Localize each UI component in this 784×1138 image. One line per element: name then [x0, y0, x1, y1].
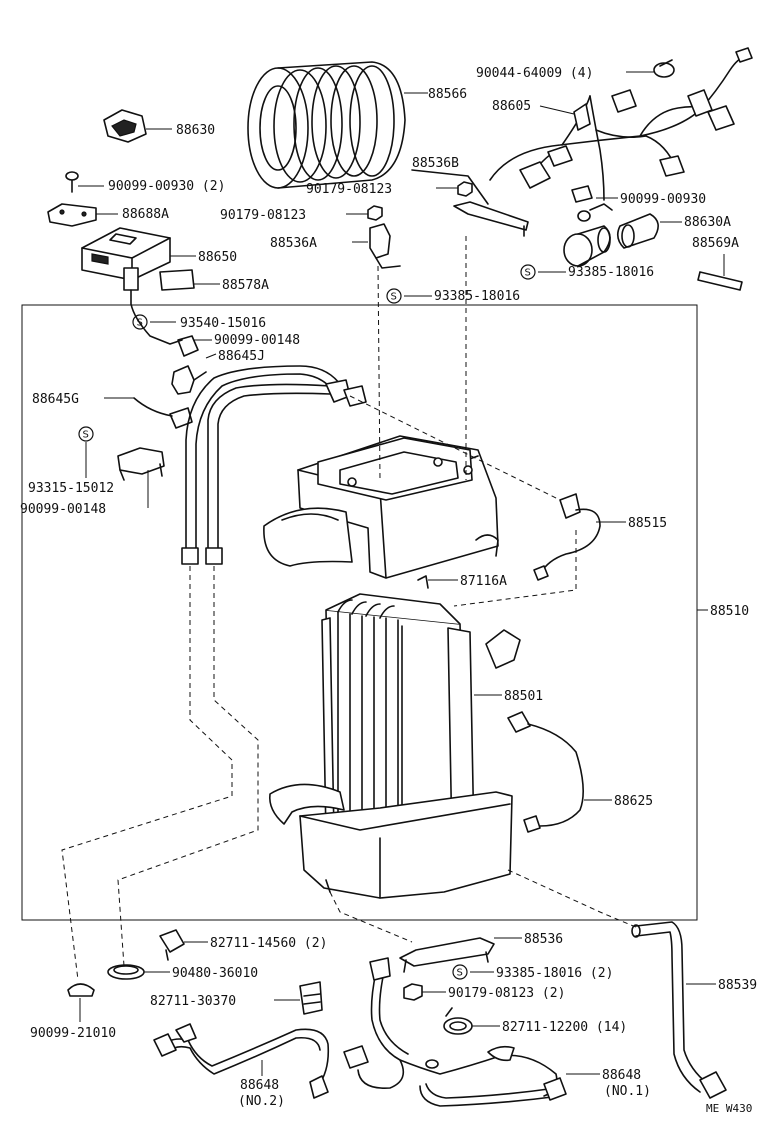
label-88648-no2: 88648: [240, 1078, 279, 1093]
part-screw-90099-00930: [577, 197, 618, 222]
label-88539: 88539: [718, 978, 757, 993]
label-90099-00930: 90099-00930: [620, 192, 706, 207]
label-82711-14560: 82711-14560 (2): [210, 936, 327, 951]
part-88536A-bracket: [352, 223, 401, 269]
label-88625: 88625: [614, 794, 653, 809]
label-88648-no1: 88648: [602, 1068, 641, 1083]
label-88645J: 88645J: [218, 349, 265, 364]
label-82711-30370: 82711-30370: [150, 994, 236, 1009]
part-nut-90179-08123-2: [403, 983, 446, 1001]
part-foam-piece: [485, 629, 521, 669]
label-88536: 88536: [524, 932, 563, 947]
part-clamp-90099-00148-a: [177, 335, 212, 357]
part-blower-case: [263, 435, 499, 579]
part-88578A-pad: [159, 269, 220, 291]
label-90179-08123-2: 90179-08123 (2): [448, 986, 565, 1001]
label-88688A: 88688A: [122, 207, 169, 222]
s-mark-bottom: S: [452, 964, 494, 980]
label-82711-12200: 82711-12200 (14): [502, 1020, 627, 1035]
label-90480-36010: 90480-36010: [172, 966, 258, 981]
s-mark-label: S: [391, 292, 397, 303]
label-93315-15012: 93315-15012: [28, 481, 114, 496]
part-88536B-bracket: [411, 169, 529, 237]
label-88645G: 88645G: [32, 392, 79, 407]
label-88630: 88630: [176, 123, 215, 138]
part-88648-no1-harness: [343, 957, 600, 1107]
assembly-frame: [21, 304, 698, 921]
label-90179-08123-b: 90179-08123: [220, 208, 306, 223]
part-88566-duct: [247, 61, 428, 189]
part-clip-90044-64009: [626, 59, 675, 78]
part-87116A-clip: [417, 575, 458, 589]
label-88605: 88605: [492, 99, 531, 114]
part-88648-no2-harness: [153, 1023, 330, 1099]
label-90099-00148-b: 90099-00148: [20, 502, 106, 517]
part-88569A-strap: [697, 254, 743, 291]
part-grommet-90099-21010: [67, 983, 95, 1022]
label-88536A: 88536A: [270, 236, 317, 251]
part-88650-amplifier: [81, 227, 196, 281]
part-grommet-90480-36010: [107, 964, 170, 980]
part-88501-evaporator: [321, 593, 502, 845]
label-88578A: 88578A: [222, 278, 269, 293]
part-nut-90179-08123-a: [436, 181, 473, 197]
part-88625-sensor: [507, 711, 612, 833]
s-mark-top-center: S: [386, 288, 432, 304]
s-mark-93315: S: [78, 426, 94, 478]
label-88566: 88566: [428, 87, 467, 102]
part-nut-90179-08123-b: [346, 205, 383, 221]
label-88650: 88650: [198, 250, 237, 265]
s-mark-label: S: [457, 968, 463, 979]
part-88645J-switch: [171, 353, 217, 395]
label-88510: 88510: [710, 604, 749, 619]
s-mark-label: S: [525, 268, 531, 279]
part-88539-drain-hose: [631, 921, 727, 1099]
label-88630A: 88630A: [684, 215, 731, 230]
diagram-code: ME W430: [706, 1102, 752, 1115]
part-88688A-bracket: [47, 203, 118, 227]
label-90179-08123-a: 90179-08123: [306, 182, 392, 197]
label-90044-64009: 90044-64009 (4): [476, 66, 593, 81]
part-clamp-82711-12200: [443, 1007, 500, 1035]
part-88605-harness: [489, 47, 753, 203]
label-88501: 88501: [504, 689, 543, 704]
label-93385-18016-2: 93385-18016 (2): [496, 966, 613, 981]
part-88630-relay: [103, 109, 172, 143]
s-mark-top-right: S: [520, 264, 566, 280]
part-clamp-90099-00148-b: [117, 447, 165, 508]
label-88515: 88515: [628, 516, 667, 531]
label-90099-21010: 90099-21010: [30, 1026, 116, 1041]
label-87116A: 87116A: [460, 574, 507, 589]
label-88536B: 88536B: [412, 156, 459, 171]
s-mark-label: S: [83, 430, 89, 441]
dashed-guides: [61, 236, 639, 981]
pipes-refrigerant: [181, 365, 367, 565]
part-connector-82711-30370: [274, 981, 323, 1015]
part-88536-bracket: [399, 937, 522, 973]
label-88569A: 88569A: [692, 236, 739, 251]
label-90099-00148-a: 90099-00148: [214, 333, 300, 348]
label-93385-18016-a: 93385-18016: [568, 265, 654, 280]
label-90099-00930-2: 90099-00930 (2): [108, 179, 225, 194]
part-clip-82711-14560: [159, 929, 208, 961]
part-lower-case: [268, 783, 513, 899]
part-88630A-solenoid: [563, 213, 682, 267]
label-93540-15016: 93540-15016: [180, 316, 266, 331]
part-88515-thermistor: [533, 493, 626, 581]
part-screw-90099-00930-2: [65, 171, 104, 193]
part-labels: 90044-64009 (4) 88566 88605 88630 88536B…: [20, 66, 757, 1115]
label-93385-18016-b: 93385-18016: [434, 289, 520, 304]
label-88648-no1-suffix: (NO.1): [604, 1084, 651, 1099]
label-88648-no2-suffix: (NO.2): [238, 1094, 285, 1109]
part-88645G-sensor: [104, 267, 193, 429]
